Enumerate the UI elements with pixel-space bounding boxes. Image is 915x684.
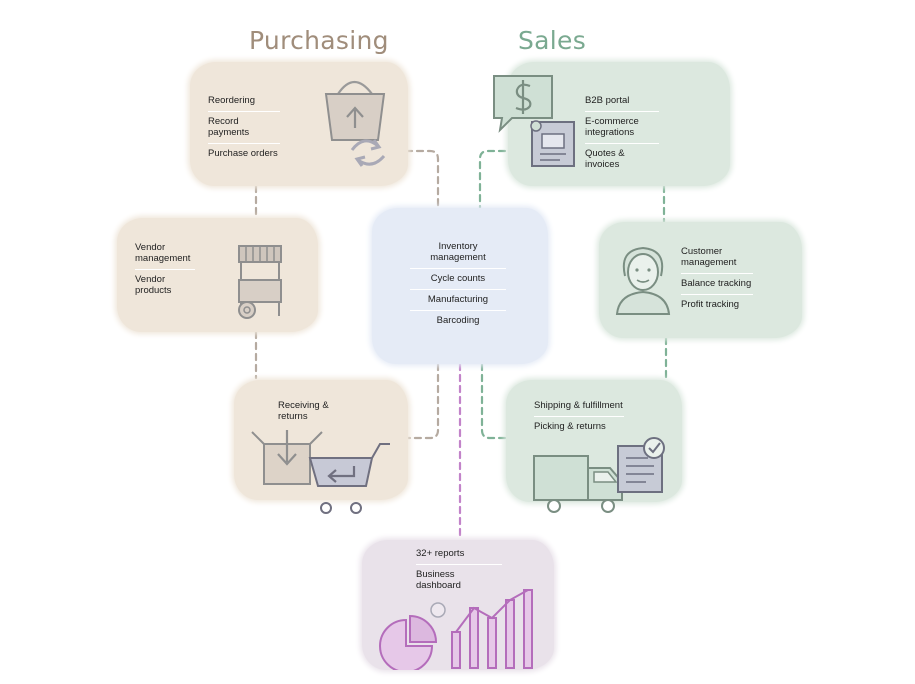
list-item: Manufacturing: [410, 290, 506, 311]
cart-return-icon: [251, 430, 390, 514]
list-item: Receiving & returns: [278, 400, 329, 422]
list-item: Purchase orders: [208, 148, 278, 159]
list-item: E-commerce integrations: [585, 112, 659, 144]
list-item: Quotes & invoices: [585, 148, 625, 170]
list-item: 32+ reports: [416, 544, 502, 565]
shipping-list: Shipping & fulfillment Picking & returns: [534, 396, 624, 437]
market-stall-icon: [238, 245, 282, 319]
receiving-list: Receiving & returns: [278, 396, 358, 427]
list-item: Picking & returns: [534, 421, 606, 432]
list-item: Shipping & fulfillment: [534, 396, 624, 417]
customer-avatar-icon: [615, 246, 671, 315]
link-inventory-receiving: [406, 362, 440, 440]
chart-icon: [379, 589, 533, 670]
vendor-list: Vendor management Vendor products: [135, 238, 195, 301]
list-item: Vendor products: [135, 274, 172, 296]
link-sales-inventory: [478, 149, 507, 210]
sales-heading: Sales: [518, 26, 587, 55]
reports-list: 32+ reports Business dashboard: [416, 544, 502, 596]
list-item: Profit tracking: [681, 299, 740, 310]
vendor-box: Vendor management Vendor products: [117, 218, 318, 332]
customer-box: Customer management Balance tracking Pro…: [599, 222, 802, 338]
list-item: Inventory management: [410, 237, 506, 269]
inventory-list: Inventory management Cycle counts Manufa…: [410, 237, 506, 331]
inventory-box: Inventory management Cycle counts Manufa…: [372, 208, 548, 364]
receiving-box: Receiving & returns: [234, 380, 408, 514]
shipping-box: Shipping & fulfillment Picking & returns: [506, 380, 682, 513]
purchasing-list: Reordering Record payments Purchase orde…: [208, 91, 280, 164]
list-item: Barcoding: [436, 315, 480, 326]
link-purchasing-inventory: [404, 149, 440, 210]
shopping-bag-icon: [324, 80, 386, 167]
purchasing-box: Reordering Record payments Purchase orde…: [190, 62, 408, 186]
list-item: Business dashboard: [416, 569, 461, 591]
sales-box: B2B portal E-commerce integrations Quote…: [493, 62, 730, 186]
list-item: Reordering: [208, 91, 280, 112]
reports-box: 32+ reports Business dashboard: [362, 540, 554, 670]
list-item: Customer management: [681, 242, 753, 274]
link-inventory-shipping: [480, 362, 510, 440]
list-item: Vendor management: [135, 238, 195, 270]
delivery-truck-icon: [533, 437, 665, 513]
sales-list: B2B portal E-commerce integrations Quote…: [585, 91, 659, 175]
list-item: Balance tracking: [681, 274, 753, 295]
purchasing-heading: Purchasing: [249, 26, 389, 55]
customer-list: Customer management Balance tracking Pro…: [681, 242, 753, 315]
list-item: Record payments: [208, 112, 280, 144]
dollar-invoice-icon: [493, 75, 575, 167]
list-item: B2B portal: [585, 91, 659, 112]
list-item: Cycle counts: [410, 269, 506, 290]
